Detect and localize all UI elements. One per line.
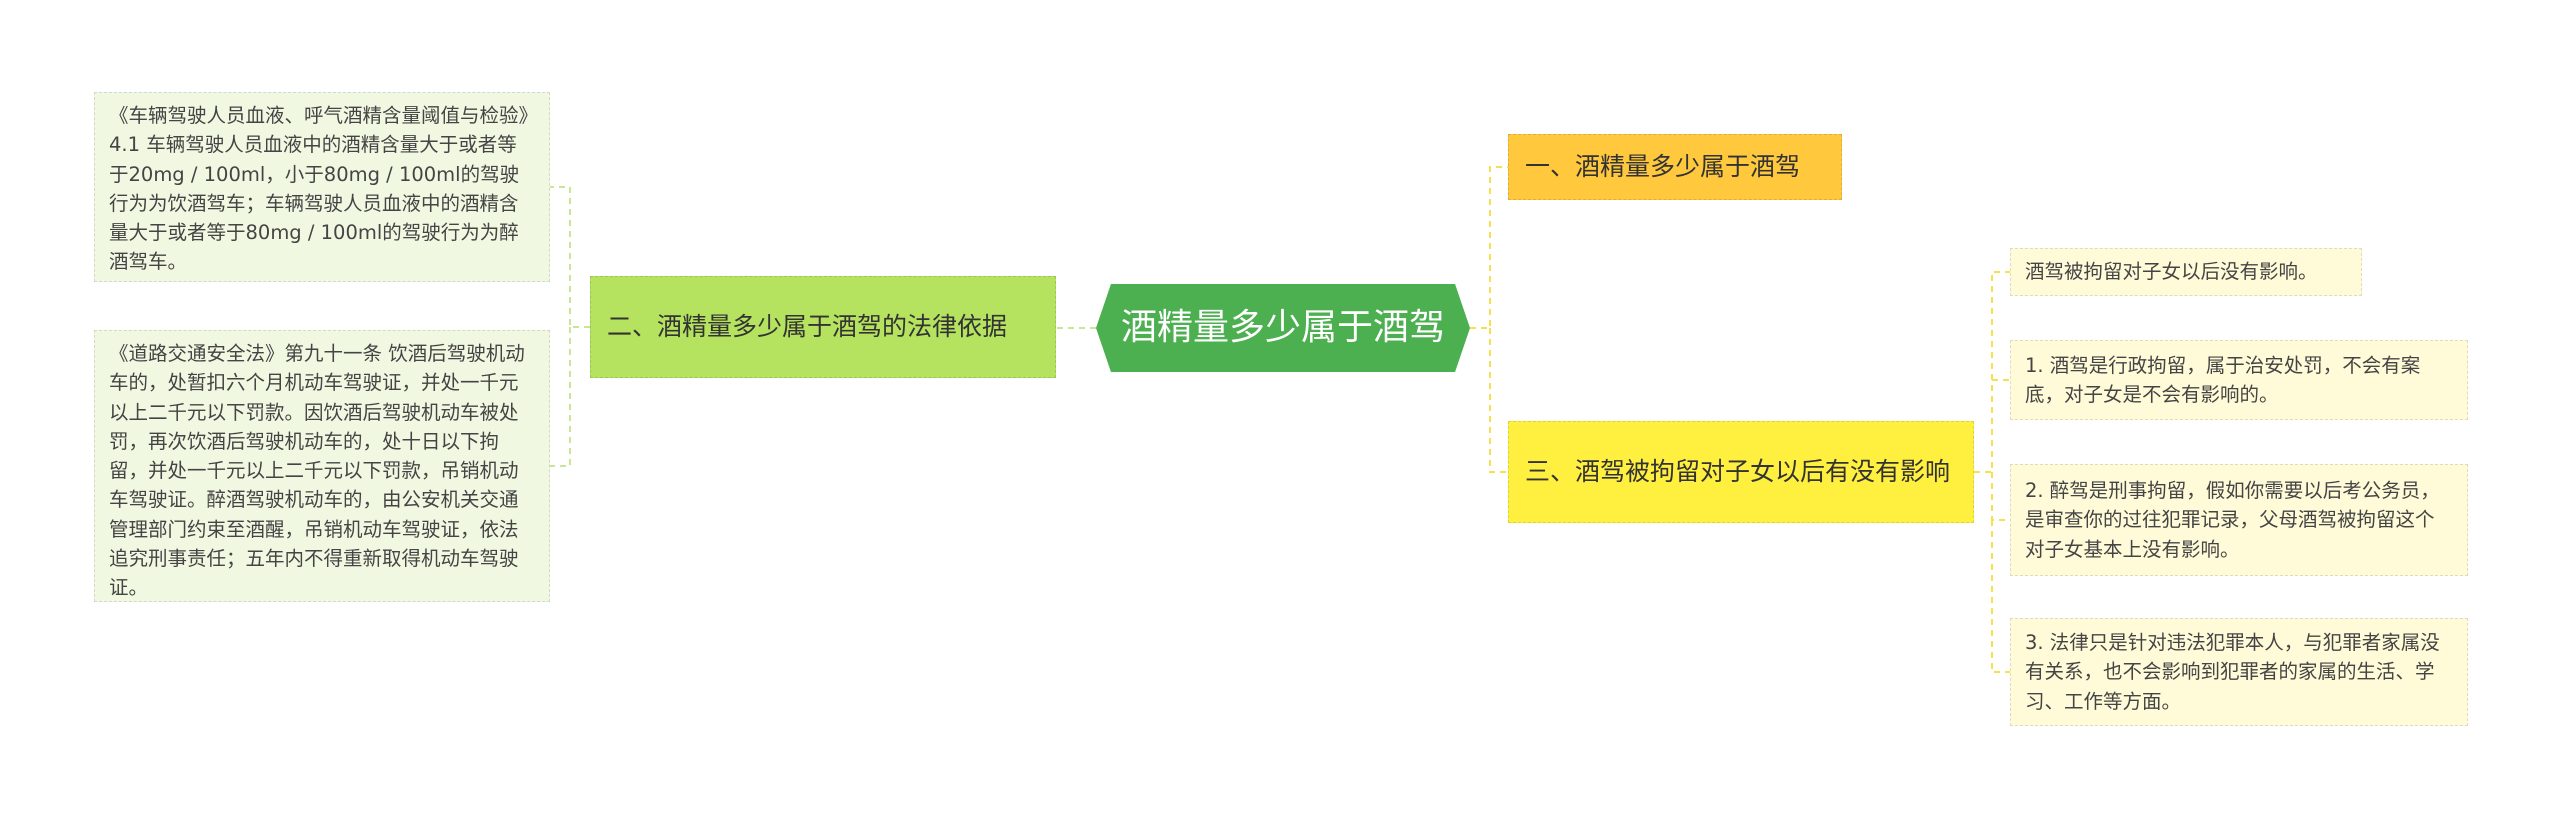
connector-b3-leaf4: [1991, 520, 2010, 673]
leaf-text: 2. 醉驾是刑事拘留，假如你需要以后考公务员，是审查你的过往犯罪记录，父母酒驾被…: [2025, 479, 2440, 561]
root-label: 酒精量多少属于酒驾: [1120, 307, 1445, 348]
branch-node-1[interactable]: 一、酒精量多少属于酒驾: [1508, 134, 1842, 200]
leaf-node-b3-4[interactable]: 3. 法律只是针对违法犯罪本人，与犯罪者家属没有关系，也不会影响到犯罪者的家属的…: [2010, 618, 2468, 726]
root-node[interactable]: 酒精量多少属于酒驾: [1096, 284, 1470, 372]
branch-node-3[interactable]: 三、酒驾被拘留对子女以后有没有影响: [1508, 421, 1974, 523]
connector-root-b1: [1470, 166, 1508, 329]
connector-root-b3: [1489, 328, 1508, 473]
leaf-text: 1. 酒驾是行政拘留，属于治安处罚，不会有案底，对子女是不会有影响的。: [2025, 353, 2421, 406]
leaf-text: 《车辆驾驶人员血液、呼气酒精含量阈值与检验》4.1 车辆驾驶人员血液中的酒精含量…: [109, 104, 529, 274]
leaf-node-b2-1[interactable]: 《车辆驾驶人员血液、呼气酒精含量阈值与检验》4.1 车辆驾驶人员血液中的酒精含量…: [94, 92, 550, 282]
connector-b2-leaf1: [550, 186, 590, 328]
leaf-text: 《道路交通安全法》第九十一条 饮酒后驾驶机动车的，处暂扣六个月机动车驾驶证，并处…: [109, 342, 525, 599]
leaf-node-b3-2[interactable]: 1. 酒驾是行政拘留，属于治安处罚，不会有案底，对子女是不会有影响的。: [2010, 340, 2468, 420]
branch-1-label: 一、酒精量多少属于酒驾: [1525, 152, 1801, 182]
leaf-node-b2-2[interactable]: 《道路交通安全法》第九十一条 饮酒后驾驶机动车的，处暂扣六个月机动车驾驶证，并处…: [94, 330, 550, 602]
leaf-text: 酒驾被拘留对子女以后没有影响。: [2025, 260, 2318, 284]
connector-b3-leaf3: [1991, 472, 2010, 521]
branch-node-2[interactable]: 二、酒精量多少属于酒驾的法律依据: [590, 276, 1056, 378]
leaf-text: 3. 法律只是针对违法犯罪本人，与犯罪者家属没有关系，也不会影响到犯罪者的家属的…: [2025, 631, 2440, 713]
connector-b2-leaf2: [550, 327, 571, 467]
leaf-node-b3-1[interactable]: 酒驾被拘留对子女以后没有影响。: [2010, 248, 2362, 296]
leaf-node-b3-3[interactable]: 2. 醉驾是刑事拘留，假如你需要以后考公务员，是审查你的过往犯罪记录，父母酒驾被…: [2010, 464, 2468, 576]
connector-b3-leaf1: [1974, 271, 2010, 473]
branch-2-label: 二、酒精量多少属于酒驾的法律依据: [607, 312, 1008, 342]
branch-3-label: 三、酒驾被拘留对子女以后有没有影响: [1525, 457, 1951, 487]
